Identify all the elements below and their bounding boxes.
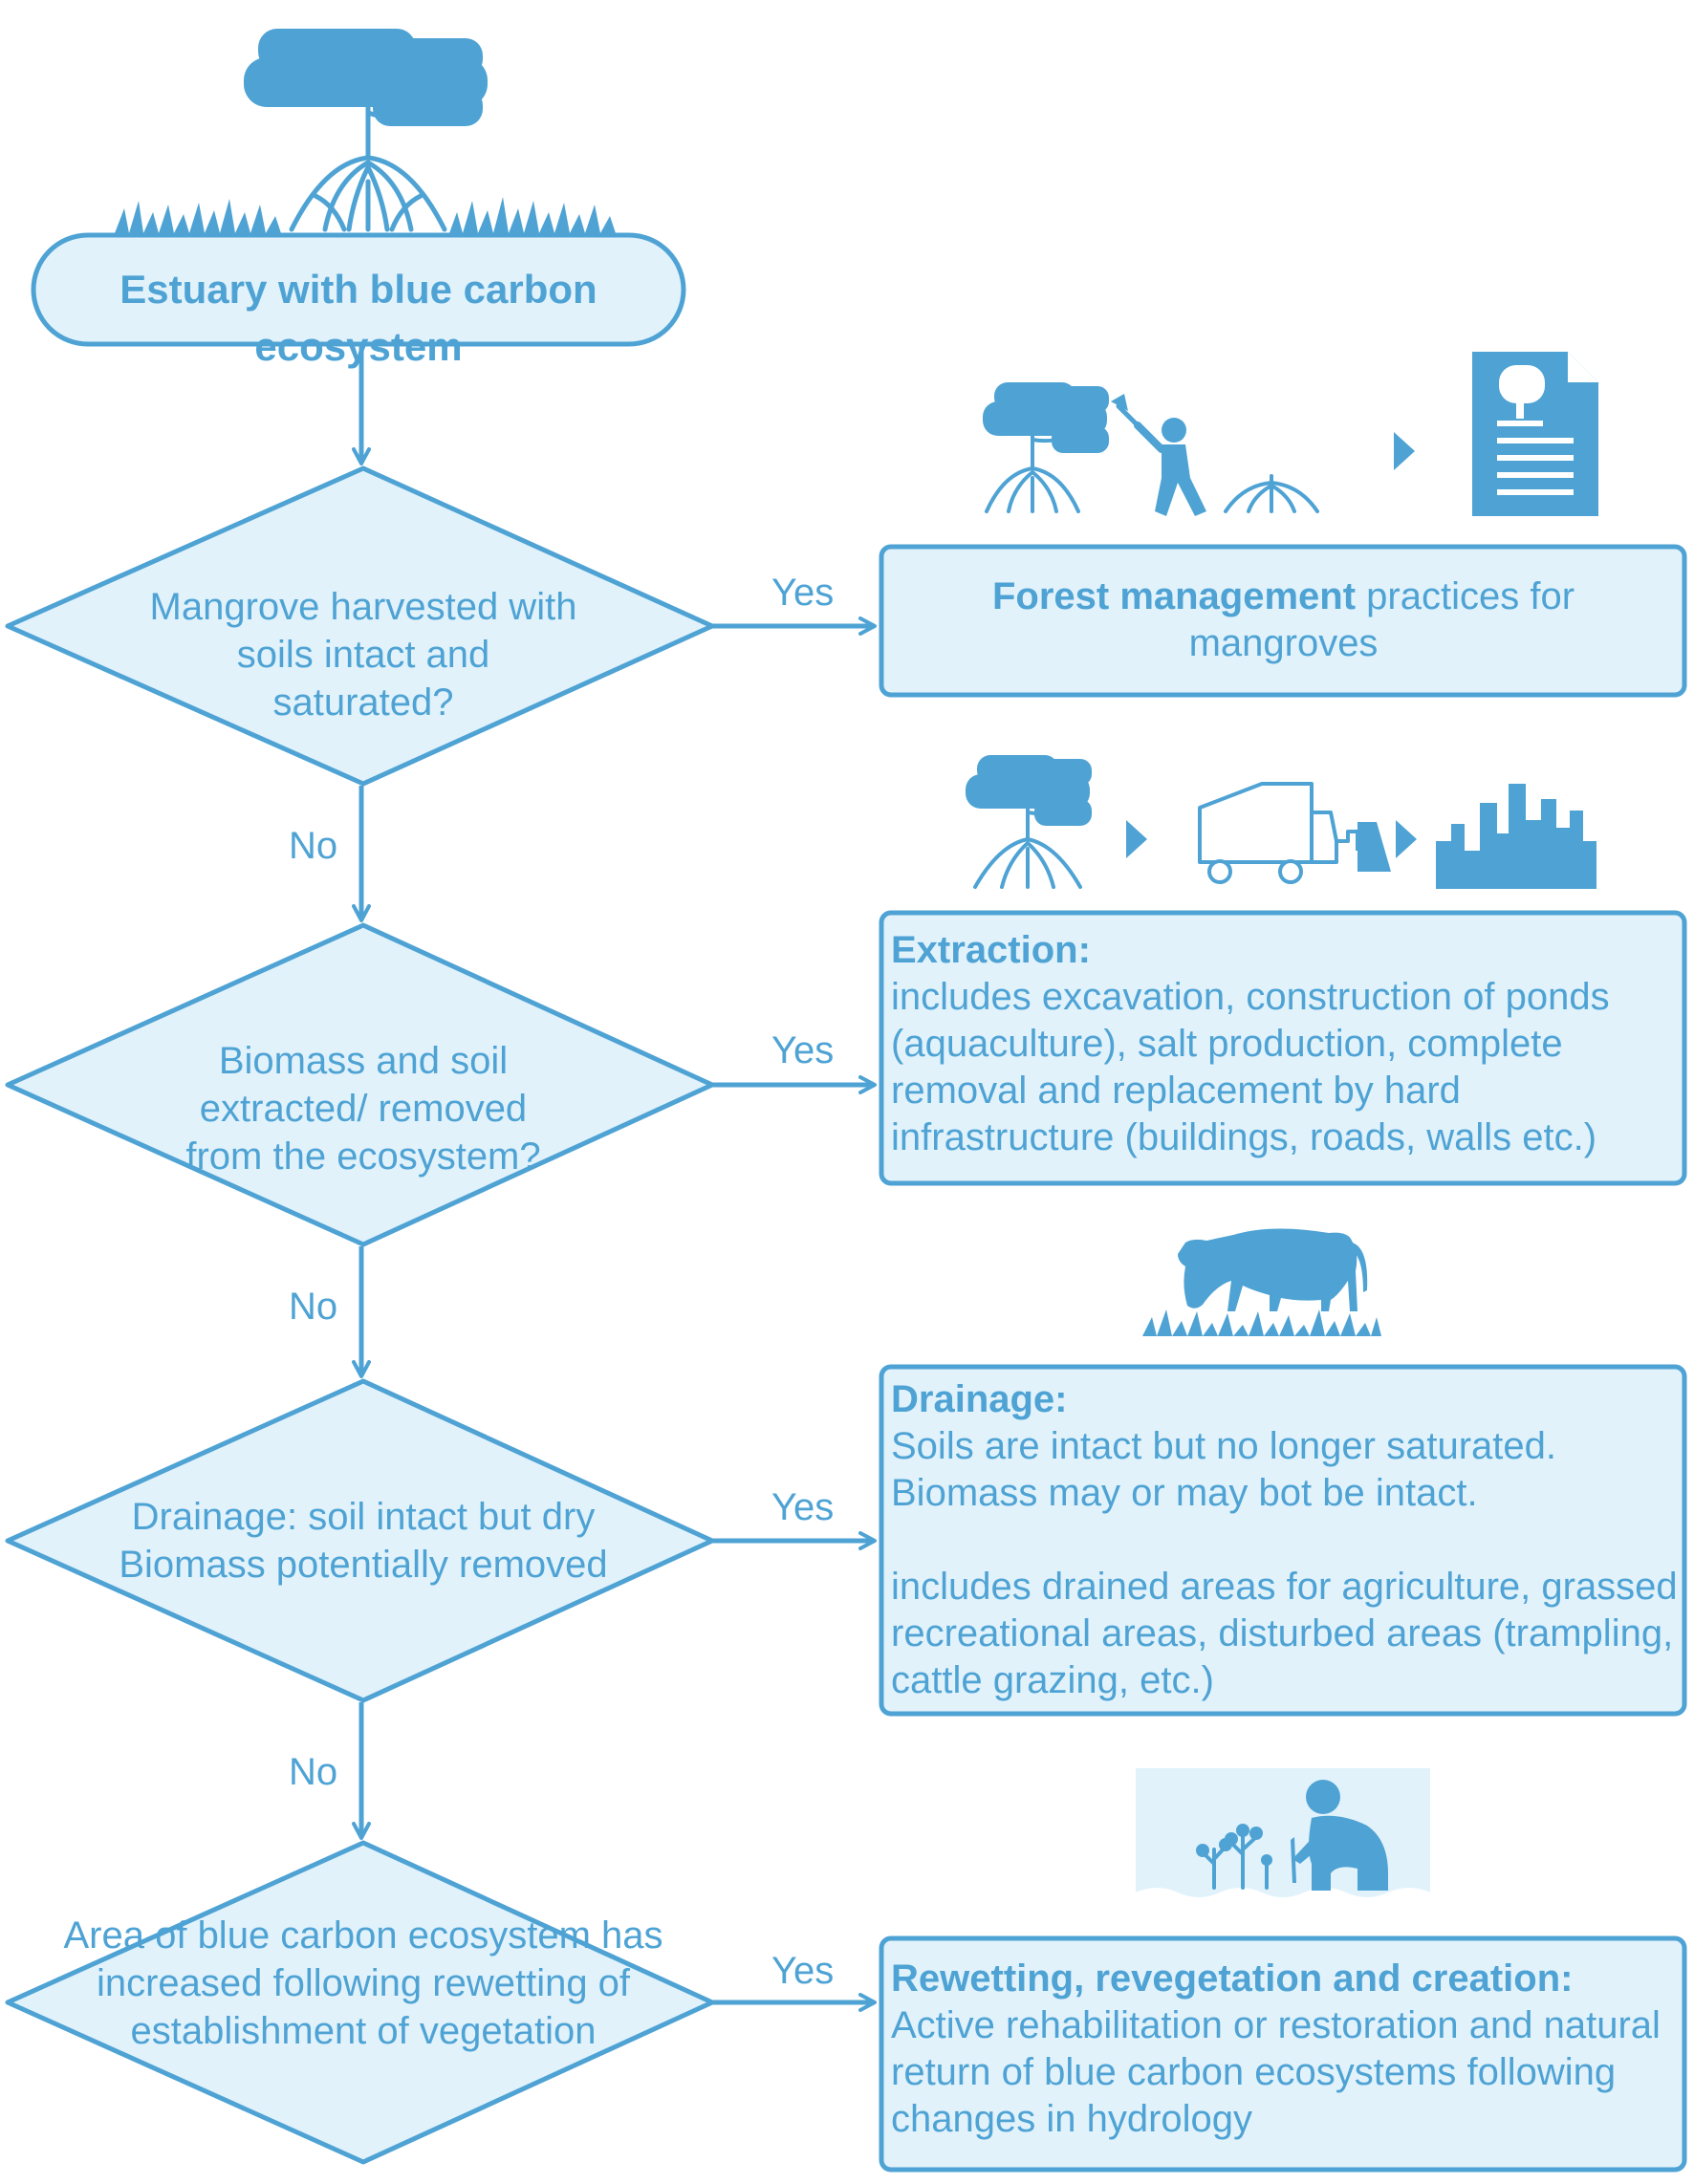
decision-1-diamond <box>5 465 715 787</box>
outcome-1-box <box>879 544 1687 698</box>
planting-person-icon <box>1136 1768 1430 1907</box>
decision-2-diamond <box>5 922 715 1247</box>
decision-3-question: Drainage: soil intact but dry Biomass po… <box>119 1496 608 1586</box>
decision-1-no-label: No <box>289 825 338 867</box>
start-label: Estuary with blue carbon ecosystem <box>119 267 597 369</box>
decision-2-question: Biomass and soil extracted/ removed from… <box>185 1040 541 1178</box>
outcome-3-text: Drainage: Soils are intact but no longer … <box>891 1376 1683 1704</box>
decision-2-no-label: No <box>289 1286 338 1328</box>
outcome-2-box <box>879 910 1687 1186</box>
outcome-1-title-suffix: practices for mangroves <box>1188 575 1575 664</box>
decision-3-no-label: No <box>289 1751 338 1793</box>
decision-4-question: Area of blue carbon ecosystem has increa… <box>63 1914 663 2052</box>
arrow-right-icon <box>1394 432 1415 470</box>
decision-1-question: Mangrove harvested with soils intact and… <box>149 586 577 724</box>
outcome-3-box <box>879 1364 1687 1717</box>
outcome-3-title: Drainage: <box>891 1378 1068 1420</box>
outcome-1-title: Forest management <box>991 575 1357 617</box>
outcome-2-body: includes excavation, construction of pon… <box>891 976 1610 1158</box>
outcome-4-body: Active rehabilitation or restoration and… <box>891 2004 1661 2140</box>
outcome-4-text: Rewetting, revegetation and creation:Act… <box>891 1956 1683 2143</box>
decision-3-yes-label: Yes <box>771 1486 835 1528</box>
decision-2-yes-label: Yes <box>771 1029 835 1071</box>
outcome-1-text: Forest management practices for mangrove… <box>894 573 1673 667</box>
decision-3-diamond <box>5 1378 715 1703</box>
decision-4-yes-label: Yes <box>771 1950 835 1992</box>
outcome-2-text: Extraction: includes excavation, construc… <box>891 927 1683 1161</box>
outcome-4-title: Rewetting, revegetation and creation: <box>891 1957 1574 2000</box>
stump-icon <box>1224 474 1319 513</box>
document-icon <box>1472 352 1598 516</box>
arrow-right-icon <box>1126 820 1147 858</box>
mangrove-icon <box>115 29 616 233</box>
cow-icon <box>1142 1228 1381 1336</box>
decision-1-yes-label: Yes <box>771 572 835 614</box>
woodcutter-icon <box>1111 394 1206 516</box>
mangrove-icon <box>983 382 1109 513</box>
outcome-3-body: Soils are intact but no longer saturated… <box>891 1425 1678 1701</box>
truck-icon <box>1198 782 1391 884</box>
arrow-right-icon <box>1396 820 1417 858</box>
outcome-4-box <box>879 1935 1687 2173</box>
start-node <box>31 232 686 347</box>
outcome-2-title: Extraction: <box>891 929 1091 971</box>
city-icon <box>1436 784 1596 889</box>
mangrove-icon <box>966 755 1092 889</box>
decision-4-diamond <box>5 1840 715 2165</box>
